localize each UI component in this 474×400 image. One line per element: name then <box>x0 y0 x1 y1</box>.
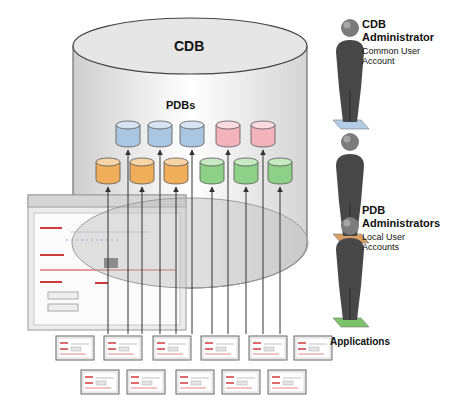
node-heading: PDB Administrators <box>362 204 452 229</box>
node-subtext: Local User Accounts <box>362 232 424 253</box>
application-icon <box>294 336 332 360</box>
cdb-cylinder-body <box>73 46 307 288</box>
cylinder-outline <box>70 14 310 314</box>
group-label: Applications <box>330 336 390 347</box>
application-icons <box>56 336 332 394</box>
application-icon <box>176 370 214 394</box>
application-icon <box>104 336 142 360</box>
application-icon <box>268 370 306 394</box>
administrator-node: CDB AdministratorCommon User Account <box>326 10 471 130</box>
node-subtext: Common User Account <box>362 46 424 67</box>
node-heading: CDB <box>174 38 234 54</box>
application-icon <box>201 336 239 360</box>
application-icon <box>81 370 119 394</box>
application-icon <box>56 336 94 360</box>
application-icon <box>222 370 260 394</box>
application-icon <box>249 336 287 360</box>
application-icon <box>127 370 165 394</box>
application-icon <box>153 336 191 360</box>
administrator-node: PDB AdministratorsLocal User Accounts <box>326 128 471 308</box>
node-heading: CDB Administrator <box>362 18 442 43</box>
container-cylinder: CDB PDBs <box>70 14 310 314</box>
node-subtext: PDBs <box>166 99 226 112</box>
cdb-cylinder-top <box>73 18 307 74</box>
figure-outline <box>326 10 471 130</box>
